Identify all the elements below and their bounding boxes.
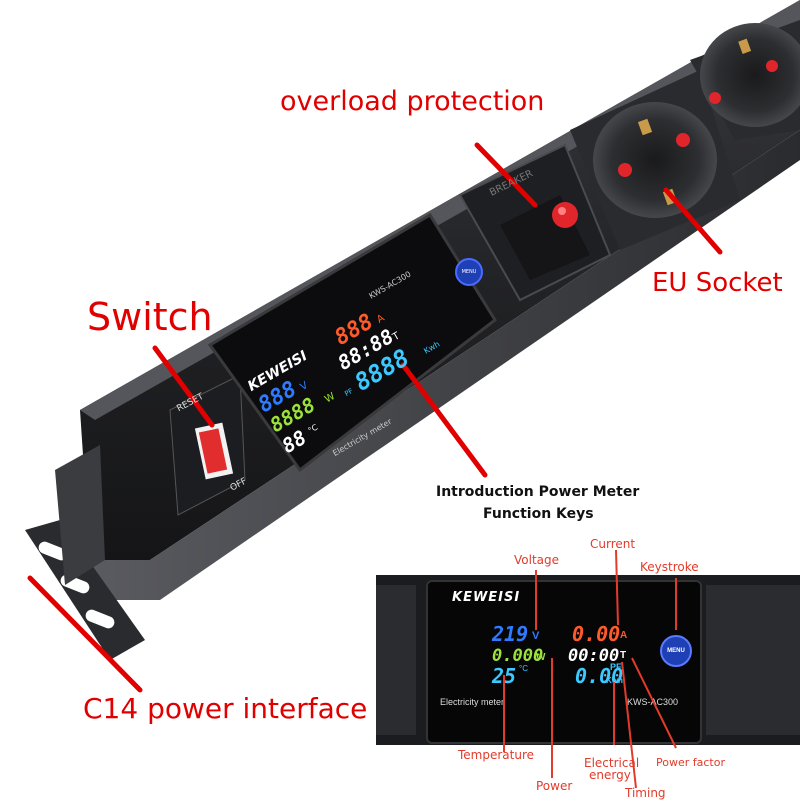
callout-overload: overload protection bbox=[280, 86, 545, 117]
label-keystroke: Keystroke bbox=[640, 560, 699, 574]
meter-detail-power: 0.000 bbox=[492, 646, 544, 666]
meter-detail-pf-unit: PF bbox=[610, 662, 622, 672]
intro-title-line1: Introduction Power Meter bbox=[436, 484, 640, 500]
meter-detail-menu-label: MENU bbox=[667, 648, 685, 654]
label-electrical-energy-1: Electrical bbox=[584, 756, 640, 770]
intro-title-line2: Function Keys bbox=[483, 506, 594, 522]
meter-detail-energy: 0.00 bbox=[575, 664, 624, 688]
label-power-factor: Power factor bbox=[656, 756, 725, 769]
meter-bezel bbox=[207, 212, 497, 473]
label-temperature: Temperature bbox=[458, 748, 535, 762]
meter-top-footer: Electricity meter bbox=[331, 417, 394, 458]
label-voltage: Voltage bbox=[514, 553, 560, 567]
meter-detail-panel bbox=[376, 575, 800, 745]
meter-top-menu-label: MENU bbox=[461, 269, 477, 275]
c14-end-cap bbox=[55, 445, 105, 585]
label-power: Power bbox=[536, 779, 573, 793]
breaker-module bbox=[458, 143, 612, 302]
meter-detail-screen bbox=[426, 580, 702, 744]
meter-detail-energy-unit: Kwh bbox=[606, 676, 623, 685]
callout-eu-socket: EU Socket bbox=[652, 268, 783, 298]
meter-detail-right-cap bbox=[706, 585, 800, 735]
label-timing: Timing bbox=[625, 786, 666, 800]
meter-detail-power-unit: W bbox=[536, 652, 546, 663]
meter-top-menu-button[interactable]: MENU bbox=[455, 258, 483, 286]
callout-c14: C14 power interface bbox=[83, 692, 368, 725]
meter-top: KEWEISI 888 V 8888 W 88 °C 888 A 88:88 T… bbox=[220, 210, 500, 470]
meter-detail-footer: Electricity meter bbox=[440, 697, 505, 707]
meter-detail-current-unit: A bbox=[620, 630, 628, 641]
detail-callout-lines bbox=[376, 530, 800, 800]
meter-detail-timing: 00:00 bbox=[568, 646, 620, 666]
eu-socket-1 bbox=[570, 70, 740, 250]
meter-top-current-unit: A bbox=[375, 313, 387, 326]
label-current: Current bbox=[590, 537, 636, 551]
meter-detail-current: 0.00 bbox=[572, 622, 621, 646]
meter-top-temperature-unit: °C bbox=[307, 422, 320, 435]
meter-detail-voltage-unit: V bbox=[532, 630, 540, 642]
switch-housing bbox=[169, 374, 246, 516]
meter-detail-brand: KEWEISI bbox=[452, 590, 521, 605]
meter-detail-timing-unit: T bbox=[620, 650, 627, 661]
meter-top-power-unit: W bbox=[323, 391, 337, 406]
callout-lines bbox=[27, 142, 723, 693]
meter-detail-temperature-unit: °C bbox=[519, 664, 528, 673]
eu-socket-2 bbox=[690, 20, 800, 140]
meter-top-model: KWS-AC300 bbox=[367, 270, 412, 301]
meter-top-voltage-unit: V bbox=[299, 380, 311, 393]
label-electrical-energy-2: energy bbox=[589, 768, 631, 782]
meter-detail-menu-button[interactable]: MENU bbox=[660, 635, 692, 667]
meter-top-energy-unit: Kwh bbox=[422, 339, 441, 355]
meter-detail-voltage: 219 bbox=[492, 622, 529, 646]
callout-switch: Switch bbox=[87, 295, 213, 339]
meter-top-pf-unit: PF bbox=[343, 387, 354, 398]
meter-detail-left-cap bbox=[376, 585, 416, 735]
